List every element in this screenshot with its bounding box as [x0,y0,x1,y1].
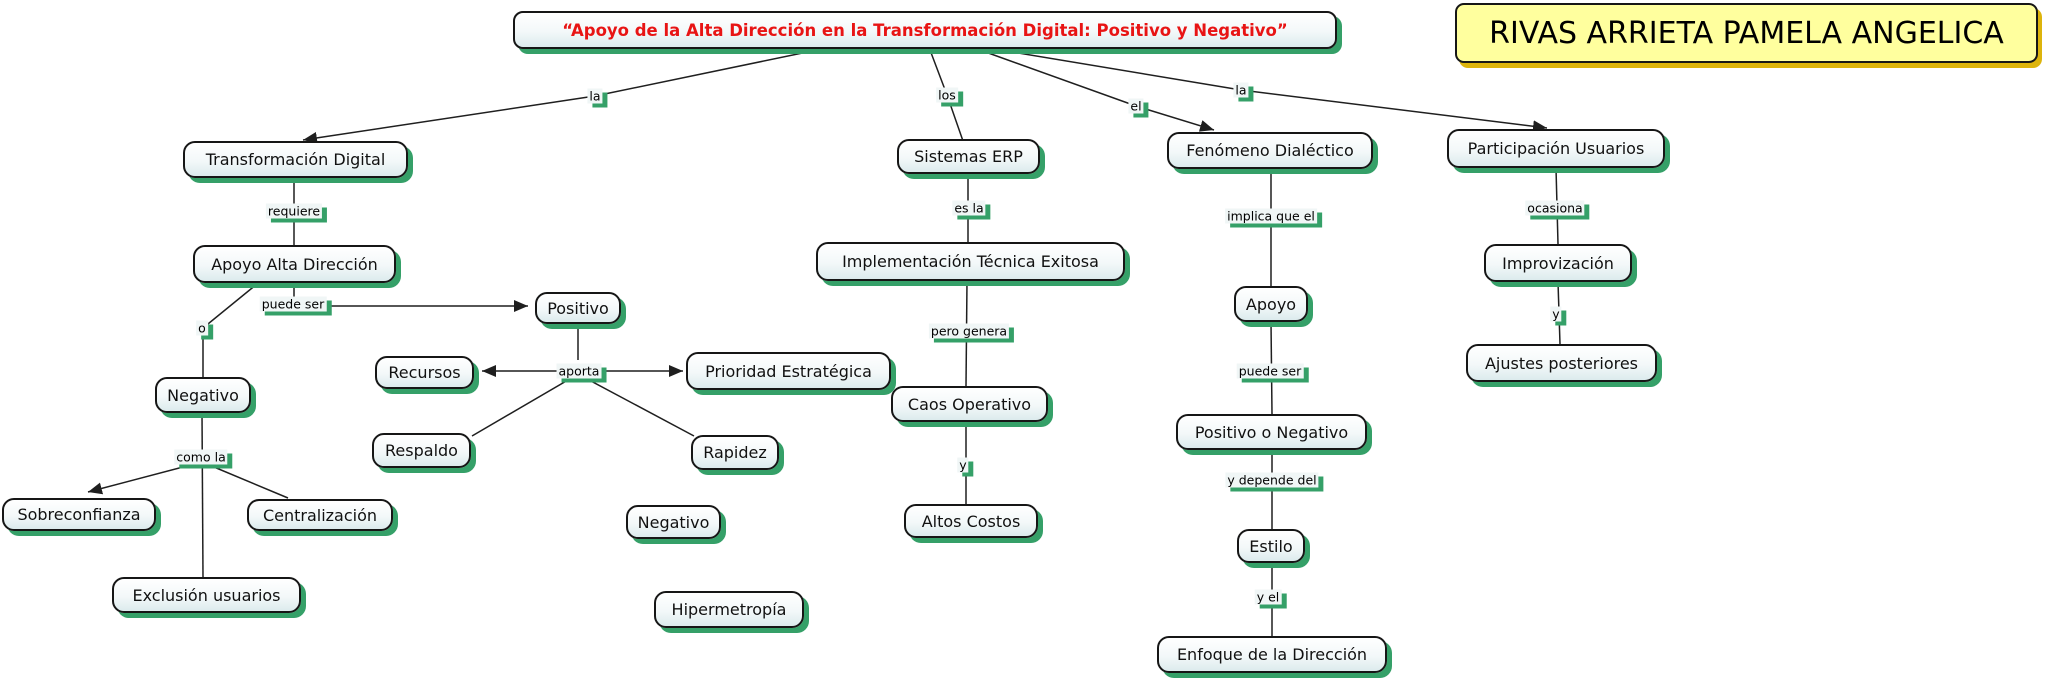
concept-node-apoyo[interactable]: Apoyo [1234,286,1308,322]
concept-node-negativo-1[interactable]: Negativo [155,377,251,413]
concept-node-positivo[interactable]: Positivo [535,292,621,324]
linking-phrase-los[interactable]: los [936,87,958,103]
concept-node-ajustes-posteriores[interactable]: Ajustes posteriores [1466,344,1657,382]
connection-line [202,283,258,377]
concept-node-sistemas-erp[interactable]: Sistemas ERP [897,139,1040,174]
linking-phrase-pero-genera[interactable]: pero genera [928,323,1010,339]
concept-node-improvizacion[interactable]: Improvización [1484,244,1632,282]
author-name-node[interactable]: RIVAS ARRIETA PAMELA ANGELICA [1455,3,2038,63]
linking-phrase-o[interactable]: o [196,320,208,336]
concept-node-participacion-usuarios[interactable]: Participación Usuarios [1447,129,1665,168]
concept-node-centralizacion[interactable]: Centralización [247,499,393,531]
connection-line [293,284,528,312]
concept-node-negativo-2[interactable]: Negativo [626,505,721,539]
linking-phrase-y-1[interactable]: y [957,457,969,473]
concept-node-estilo[interactable]: Estilo [1237,529,1305,563]
connection-line [201,461,289,499]
concept-node-hipermetropia[interactable]: Hipermetropía [654,591,804,628]
concept-node-apoyo-alta-direccion[interactable]: Apoyo Alta Dirección [193,245,396,283]
linking-phrase-ocasiona[interactable]: ocasiona [1525,200,1585,216]
linking-phrase-requiere[interactable]: requiere [265,203,323,219]
concept-node-fenomeno-dialectico[interactable]: Fenómeno Dialéctico [1167,132,1373,169]
linking-phrase-como-la[interactable]: como la [174,449,228,465]
connection-line [87,461,203,495]
linking-phrase-la-1[interactable]: la [587,88,603,104]
concept-node-altos-costos[interactable]: Altos Costos [904,504,1038,538]
concept-node-implementacion-tecnica-exitosa[interactable]: Implementación Técnica Exitosa [816,242,1125,281]
concept-node-prioridad-estrategica[interactable]: Prioridad Estratégica [686,352,891,390]
linking-phrase-implica-que-el[interactable]: implica que el [1225,208,1317,224]
linking-phrase-es-la[interactable]: es la [952,200,986,216]
connection-line [979,49,1215,132]
concept-node-transformacion-digital[interactable]: Transformación Digital [183,141,408,178]
map-title-node[interactable]: “Apoyo de la Alta Dirección en la Transf… [513,11,1337,49]
concept-node-recursos[interactable]: Recursos [375,356,474,389]
concept-node-rapidez[interactable]: Rapidez [691,435,779,470]
concept-node-caos-operativo[interactable]: Caos Operativo [891,386,1048,422]
connection-line [302,49,818,144]
connection-line [201,412,204,578]
linking-phrase-puede-ser-1[interactable]: puede ser [259,296,327,312]
linking-phrase-y-2[interactable]: y [1550,306,1562,322]
linking-phrase-el[interactable]: el [1128,98,1144,114]
concept-node-enfoque-de-la-direccion[interactable]: Enfoque de la Dirección [1157,636,1387,673]
concept-node-positivo-o-negativo[interactable]: Positivo o Negativo [1176,414,1367,450]
linking-phrase-la-2[interactable]: la [1233,82,1249,98]
linking-phrase-puede-ser-2[interactable]: puede ser [1236,363,1304,379]
linking-phrase-y-el[interactable]: y el [1254,589,1282,605]
linking-phrase-y-depende-del[interactable]: y depende del [1225,472,1319,488]
concept-node-exclusion-usuarios[interactable]: Exclusión usuarios [112,577,301,613]
connection-line [588,379,695,437]
connection-line [471,379,569,437]
concept-node-sobreconfianza[interactable]: Sobreconfianza [2,498,156,531]
concept-node-respaldo[interactable]: Respaldo [372,433,471,468]
linking-phrase-aporta[interactable]: aporta [556,363,602,379]
